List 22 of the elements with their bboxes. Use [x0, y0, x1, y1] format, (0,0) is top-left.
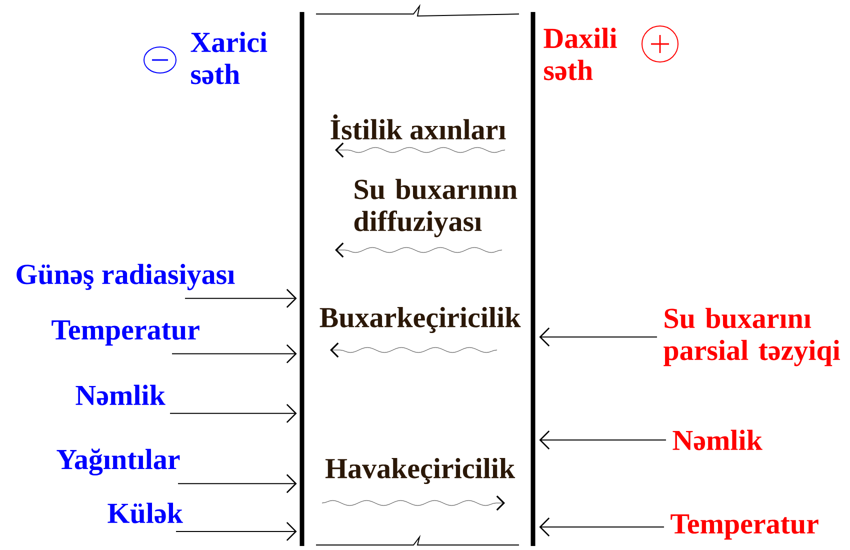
arrow	[184, 288, 297, 308]
process-label: Havakeçiricilik	[325, 458, 516, 484]
arrow	[539, 328, 658, 346]
factor-label: Külək	[108, 502, 183, 524]
factor-label: Yağıntılar	[56, 448, 180, 476]
arrow	[170, 404, 297, 423]
factor-label: Temperatur	[52, 320, 200, 346]
factor-label: Temperatur	[670, 514, 818, 540]
process-label: Su buxarının diffuziyası	[354, 178, 518, 238]
factor-label: Günəş radiasiyası	[16, 264, 235, 290]
factor-label: Nəmlik	[76, 384, 166, 406]
process-label: Buxarkeçiricilik	[320, 306, 521, 334]
factor-label: Su buxarını parsial təzyiqi	[664, 308, 840, 366]
arrow	[176, 522, 297, 541]
arrow	[539, 518, 664, 536]
wall-section-drawing	[300, 4, 536, 546]
surface-label: Xarici səth	[190, 32, 268, 84]
arrow	[172, 344, 297, 364]
arrow	[178, 474, 297, 494]
factor-label: Nəmlik	[672, 430, 762, 450]
arrow	[539, 430, 666, 450]
process-label: İstilik axınları	[330, 114, 506, 140]
